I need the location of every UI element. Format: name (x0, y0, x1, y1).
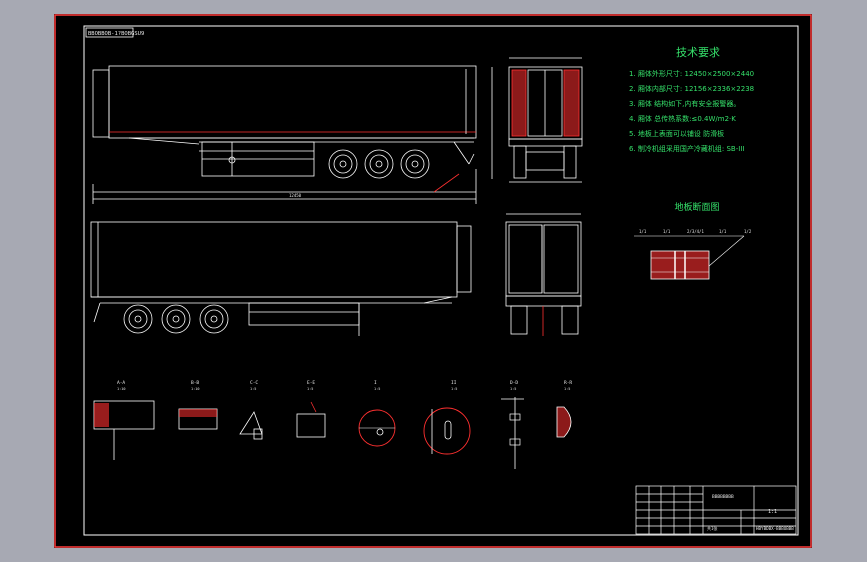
floor-section: 地板断面图 1/1 1/1 2/3/4/1 1/1 1/2 (634, 201, 752, 280)
title-block-sheet: 共1张 (707, 525, 717, 531)
detail-sections: A-A 1:10 B-B 1:10 C-C 1:5 E-E 1:5 I 1:5 … (93, 380, 572, 469)
tech-req-item-4: 4. 厢体 总传热系数:≤0.4W/m2·K (629, 114, 736, 123)
rear-view-bottom (505, 213, 582, 336)
title-block-code: HBYBDBX-BBBOBBB (756, 526, 794, 531)
length-dim-label: 12450 (289, 193, 302, 198)
section-label-c: C-C (250, 380, 258, 386)
section-label-e: E-E (307, 380, 315, 386)
floor-section-hatch (650, 250, 710, 280)
section-label-a: A-A (117, 380, 125, 386)
tech-req-item-1: 1. 厢体外形尺寸: 12450×2500×2440 (629, 69, 754, 78)
floor-section-title: 地板断面图 (674, 201, 719, 213)
side-view-top (92, 65, 477, 204)
floor-callout-3: 2/3/4/1 (687, 229, 704, 234)
floor-callout-4: 1/1 (719, 229, 727, 234)
section-label-r: R-R (564, 380, 572, 386)
section-scale-i: 1:5 (374, 387, 380, 391)
tech-req-item-5: 5. 地板上表面可以铺设 防滑板 (629, 129, 724, 138)
side-view-bottom (90, 221, 472, 336)
inner-border (83, 25, 799, 536)
section-scale-a: 1:10 (117, 387, 125, 391)
rear-view-top (491, 57, 583, 183)
stamp-text: BBOBBOB-1?BOBGSU9 (88, 31, 144, 37)
title-block-drawing-no: BBBBBBBB (712, 494, 734, 500)
tech-req-item-2: 2. 厢体内部尺寸: 12156×2336×2238 (629, 84, 754, 93)
floor-callout-5: 1/2 (744, 229, 752, 234)
floor-callout-1: 1/1 (639, 229, 647, 234)
section-label-i: I (374, 380, 377, 386)
title-block (635, 485, 797, 535)
title-block-scale: 1:1 (768, 509, 777, 515)
technical-requirements: 技术要求 1. 厢体外形尺寸: 12450×2500×2440 2. 厢体内部尺… (629, 46, 754, 153)
section-scale-ii: 1:5 (451, 387, 457, 391)
cad-drawing-canvas: BBOBBOB-1?BOBGSU9 12450 (54, 14, 812, 548)
section-scale-e: 1:5 (307, 387, 313, 391)
floor-callout-2: 1/1 (663, 229, 671, 234)
section-scale-b: 1:10 (191, 387, 199, 391)
section-scale-c: 1:5 (250, 387, 256, 391)
outer-frame (54, 14, 812, 548)
drawing-sheet: BBOBBOB-1?BOBGSU9 12450 (54, 14, 812, 548)
tech-req-item-6: 6. 制冷机组采用国产冷藏机组: SB-III (629, 144, 744, 153)
section-scale-d: 1:5 (510, 387, 516, 391)
tech-req-title: 技术要求 (676, 46, 720, 59)
stamp-box (85, 27, 134, 38)
section-label-ii: II (451, 380, 457, 386)
section-label-b: B-B (191, 380, 199, 386)
section-label-d: D-D (510, 380, 518, 386)
section-scale-r: 1:5 (564, 387, 570, 391)
tech-req-item-3: 3. 厢体 结构如下,内有安全报警器。 (629, 99, 740, 108)
